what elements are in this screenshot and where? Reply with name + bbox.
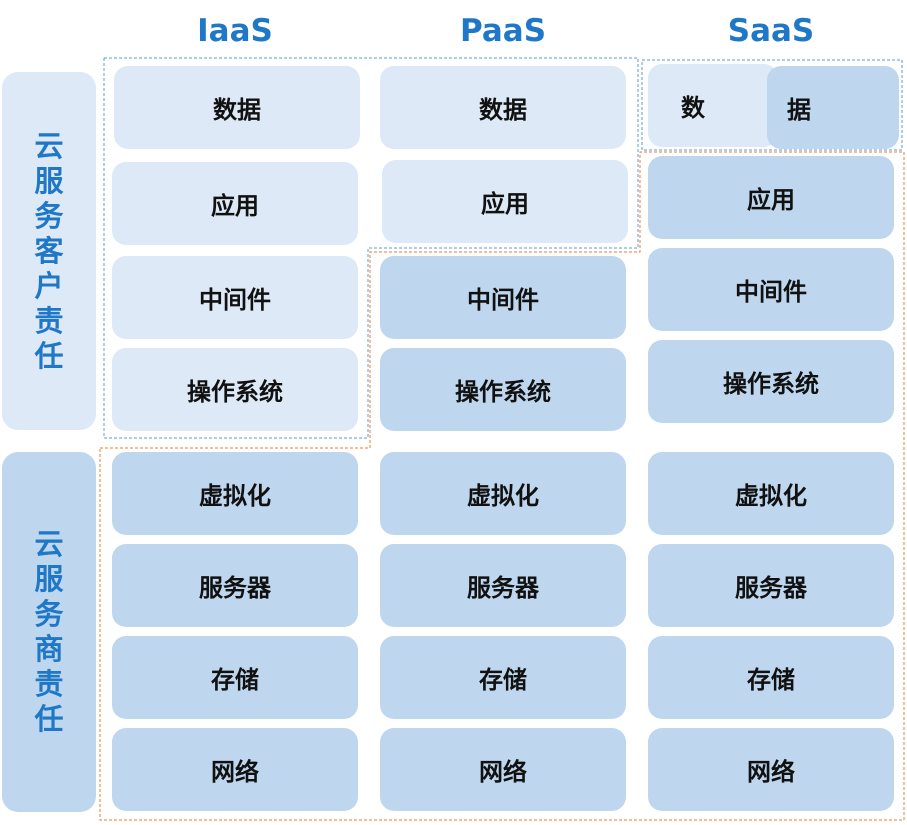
paas-data-cell: 数据 [380, 66, 626, 149]
provider-responsibility-panel: 云服务商责任 [2, 452, 96, 812]
iaas-data-cell: 数据 [114, 66, 360, 149]
iaas-application-cell: 应用 [112, 162, 358, 245]
iaas-virtualization-cell: 虚拟化 [112, 452, 358, 535]
paas-network-cell: 网络 [380, 728, 626, 811]
iaas-network-cell: 网络 [112, 728, 358, 811]
iaas-storage-cell: 存储 [112, 636, 358, 719]
saas-storage-cell: 存储 [648, 636, 894, 719]
column-header-saas: SaaS [727, 13, 815, 49]
saas-middleware-cell: 中间件 [648, 248, 894, 331]
paas-os-cell: 操作系统 [380, 348, 626, 431]
paas-server-cell: 服务器 [380, 544, 626, 627]
customer-responsibility-label: 云服务客户责任 [34, 128, 64, 373]
iaas-os-cell: 操作系统 [112, 348, 358, 431]
saas-application-cell: 应用 [648, 156, 894, 239]
paas-virtualization-cell: 虚拟化 [380, 452, 626, 535]
saas-data-cell-right: 据 [767, 66, 899, 149]
customer-responsibility-panel: 云服务客户责任 [2, 72, 96, 430]
column-header-paas: PaaS [459, 13, 547, 49]
paas-middleware-cell: 中间件 [380, 256, 626, 339]
iaas-server-cell: 服务器 [112, 544, 358, 627]
iaas-middleware-cell: 中间件 [112, 256, 358, 339]
saas-server-cell: 服务器 [648, 544, 894, 627]
paas-storage-cell: 存储 [380, 636, 626, 719]
provider-responsibility-label: 云服务商责任 [34, 527, 64, 736]
saas-data-cell-left: 数 [648, 64, 778, 147]
saas-os-cell: 操作系统 [648, 340, 894, 423]
column-header-iaas: IaaS [197, 13, 273, 49]
saas-virtualization-cell: 虚拟化 [648, 452, 894, 535]
paas-application-cell: 应用 [382, 160, 628, 243]
saas-network-cell: 网络 [648, 728, 894, 811]
